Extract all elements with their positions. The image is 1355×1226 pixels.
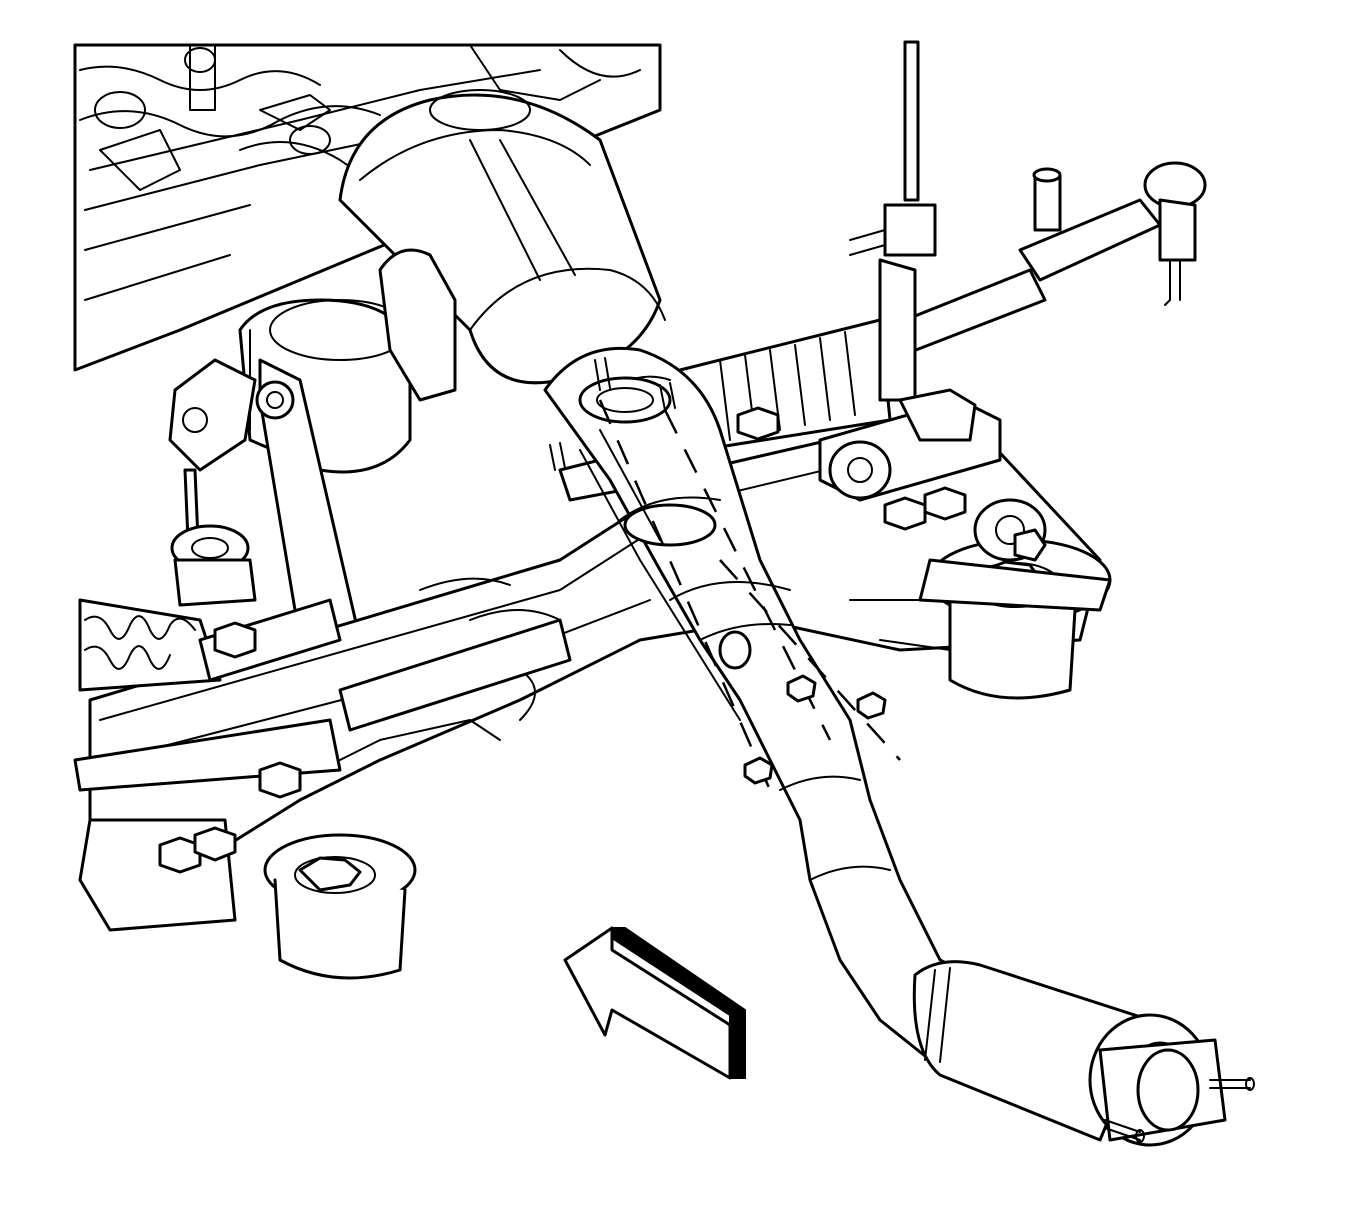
stabilizer-link-right: [818, 40, 1002, 502]
exhaust-studs: [549, 357, 901, 791]
transmission-mount: [168, 248, 457, 662]
fasteners: [158, 406, 1047, 874]
catalytic-converter: [912, 960, 1255, 1147]
stabilizer-link-left: [170, 468, 257, 607]
subframe-bushing-left: [78, 818, 417, 980]
outer-tie-rod: [1018, 161, 1207, 306]
catalytic-converter-housing: [338, 89, 666, 385]
subframe-bushing-right: [918, 498, 1112, 700]
front-direction-arrow-icon: [563, 926, 746, 1080]
